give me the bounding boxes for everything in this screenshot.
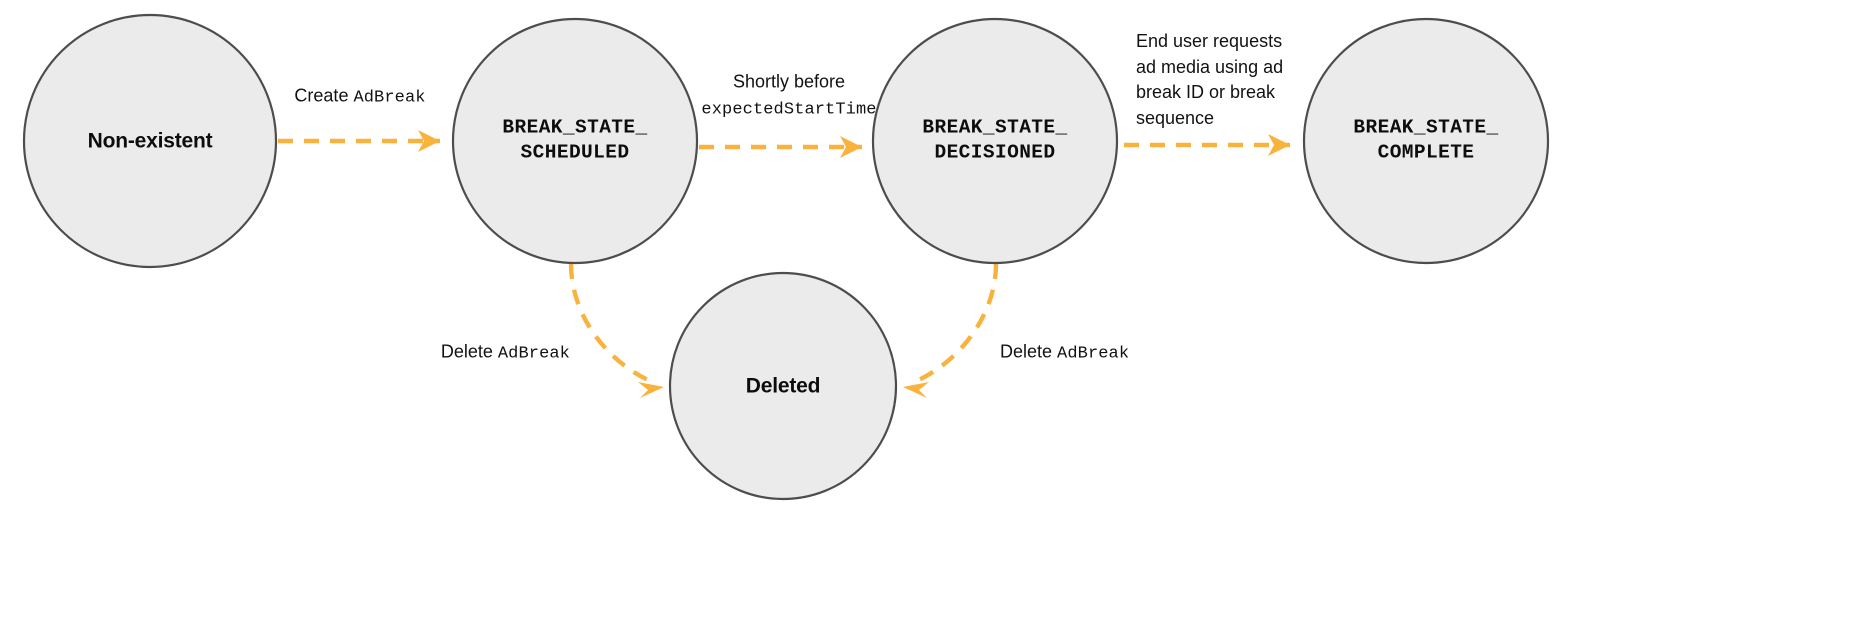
node-circle-break-state-complete[interactable] (1302, 17, 1550, 265)
edge-label-line: Delete AdBreak (441, 339, 570, 366)
node-circle-deleted[interactable] (668, 271, 898, 501)
edge-label-decisioned-to-deleted: Delete AdBreak (1000, 339, 1129, 366)
arrowhead-icon-create-adbreak (418, 130, 440, 152)
edges-group (278, 130, 1290, 398)
text-token: Create (294, 85, 354, 106)
arrowhead-icon-decisioned-to-deleted (903, 382, 929, 398)
text-token: break ID or break (1136, 82, 1276, 102)
code-token: expectedStartTime (701, 100, 877, 120)
edge-label-line: End user requests (1136, 29, 1283, 55)
text-token: ad media using ad (1136, 56, 1284, 77)
node-circle-break-state-scheduled[interactable] (451, 17, 699, 265)
arrowhead-icon-scheduled-to-deleted (638, 382, 664, 398)
code-token: AdBreak (1057, 344, 1130, 364)
node-circle-break-state-decisioned[interactable] (871, 17, 1119, 265)
edge-label-line: break ID or break (1136, 80, 1283, 106)
edge-label-decisioned-to-complete: End user requests ad media using ad break … (1136, 29, 1283, 131)
edge-label-scheduled-to-deleted: Delete AdBreak (441, 339, 570, 366)
arrowhead-icon-scheduled-to-decisioned (840, 136, 862, 158)
text-token: Delete (440, 341, 498, 362)
edge-label-line: sequence (1136, 106, 1283, 132)
edge-label-scheduled-to-decisioned: Shortly before expectedStartTime (701, 70, 876, 123)
arrowhead-icon-decisioned-to-complete (1268, 134, 1290, 156)
text-token: Shortly before (732, 71, 846, 92)
edge-scheduled-to-deleted (568, 263, 656, 386)
code-token: AdBreak (353, 88, 426, 108)
edge-label-line: Create AdBreak (294, 83, 425, 110)
edge-decisioned-to-deleted (911, 263, 999, 386)
edge-label-create-adbreak: Create AdBreak (294, 83, 425, 110)
nodes-group (22, 13, 1550, 501)
edge-label-line: Delete AdBreak (1000, 339, 1129, 366)
edge-label-line: ad media using ad (1136, 54, 1283, 80)
edge-label-line: Shortly before (701, 70, 876, 96)
code-token: AdBreak (497, 344, 570, 364)
text-token: sequence (1136, 107, 1215, 128)
text-token: End user requests (1136, 30, 1283, 51)
text-token: Delete (1000, 341, 1058, 362)
node-circle-non-existent[interactable] (22, 13, 278, 269)
edge-label-line: expectedStartTime (701, 95, 876, 122)
